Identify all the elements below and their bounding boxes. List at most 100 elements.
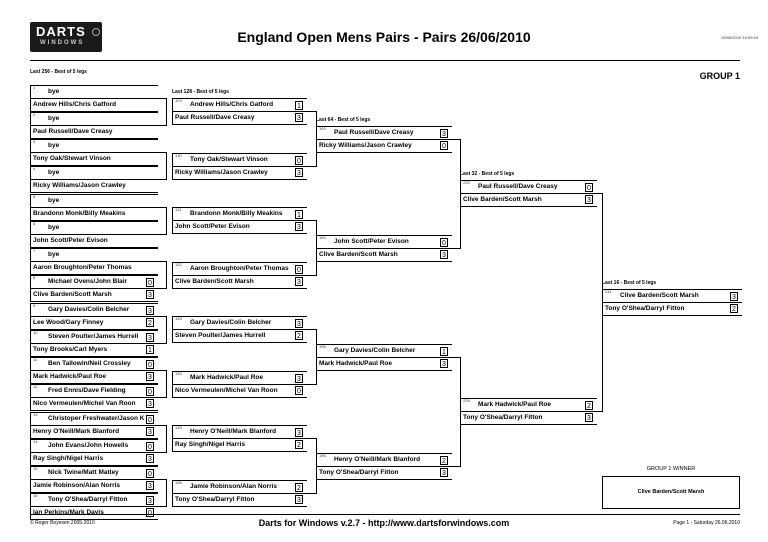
bracket-line	[172, 233, 307, 235]
match-seed: 130	[175, 152, 182, 158]
match-seed: 11	[33, 357, 38, 363]
bracket-line	[30, 166, 31, 194]
player-name: Ricky Williams/Jason Crawley	[319, 141, 412, 149]
player-name: bye	[48, 196, 60, 204]
bracket-line	[30, 246, 158, 248]
match-seed: 194	[319, 234, 326, 240]
score-box: 3	[146, 481, 154, 491]
player-name: Tony O'Shea/Darryl Fitton	[463, 414, 543, 421]
bracket-line	[30, 301, 158, 303]
score-box: 2	[440, 455, 448, 465]
match-seed: 129	[175, 98, 182, 104]
round-label: Last 64 - Best of 5 legs	[316, 116, 371, 123]
bracket-line	[172, 287, 307, 289]
footer-link[interactable]: Darts for Windows v.2.7 - http://www.dar…	[258, 518, 510, 528]
score-box: 3	[146, 372, 154, 382]
match-seed: 241	[605, 289, 612, 294]
bracket-line	[158, 315, 166, 317]
player-name: Clive Barden/Scott Marsh	[319, 250, 398, 258]
bracket-line	[30, 124, 158, 126]
bracket-line	[158, 506, 166, 508]
player-name: Tony O'Shea/Darryl Fitton	[175, 495, 255, 503]
match-seed: 12	[33, 384, 38, 390]
match-seed: 134	[175, 370, 182, 376]
player-name: Ray Singh/Nigel Harris	[33, 454, 104, 462]
score-box: 0	[146, 278, 154, 288]
bracket-line	[30, 110, 158, 112]
bracket-line	[172, 425, 307, 427]
bracket-line	[30, 84, 31, 112]
player-name: bye	[48, 223, 60, 231]
bracket-line	[30, 411, 158, 413]
bracket-line	[316, 138, 452, 140]
bracket-line	[30, 479, 158, 481]
player-name: Clive Barden/Scott Marsh	[33, 291, 112, 299]
bracket-line	[30, 355, 158, 357]
bracket-line	[307, 438, 316, 440]
score-box: 2	[585, 401, 593, 410]
bracket-line	[30, 193, 158, 195]
bracket-line	[158, 233, 166, 235]
player-name: Clive Barden/Scott Marsh	[463, 196, 542, 203]
bracket-line	[30, 357, 158, 359]
bracket-line	[460, 424, 597, 425]
bracket-line	[172, 152, 173, 180]
score-box: 3	[295, 494, 303, 504]
bracket-line	[30, 492, 158, 494]
bracket-line	[30, 233, 158, 235]
match-seed: 225	[463, 180, 470, 185]
bracket-line	[30, 193, 31, 221]
bracket-line	[30, 84, 158, 86]
score-box: 3	[440, 128, 448, 138]
bracket-line	[30, 137, 158, 139]
bracket-line	[30, 220, 158, 222]
match-seed: 133	[175, 316, 182, 322]
bracket-line	[172, 316, 307, 318]
logo-text: DARTS	[36, 24, 86, 39]
bracket-line	[30, 438, 31, 466]
bracket-line	[602, 289, 742, 290]
bracket-line	[597, 193, 602, 194]
bracket-line	[166, 424, 167, 453]
bracket-line	[158, 397, 166, 399]
score-box: 0	[146, 441, 154, 451]
bracket-line	[172, 152, 307, 154]
score-box: 0	[146, 469, 154, 479]
score-box: 0	[146, 387, 154, 397]
player-name: John Scott/Peter Evison	[175, 223, 250, 231]
match-seed: 132	[175, 261, 182, 267]
bracket-line	[158, 288, 166, 290]
match-seed: 135	[175, 425, 182, 431]
player-name: John Scott/Peter Evison	[334, 237, 409, 245]
match-seed: 9	[33, 302, 36, 308]
bracket-line	[316, 369, 452, 371]
group-label: GROUP 1	[699, 71, 740, 81]
bracket-line	[30, 248, 31, 276]
match-seed: 4	[33, 166, 36, 172]
bracket-line	[30, 464, 158, 466]
bracket-line	[166, 206, 167, 235]
round-label: Last 16 - Best of 5 legs	[602, 280, 657, 286]
footer-rule	[30, 514, 740, 515]
bracket-line	[30, 383, 158, 385]
bracket-line	[166, 152, 167, 181]
bracket-line	[172, 438, 307, 440]
player-name: Henry O'Neill/Mark Blanford	[33, 427, 120, 435]
darts-for-windows-logo: DARTS WINDOWS	[30, 22, 102, 52]
bracket-line	[316, 125, 317, 153]
score-box: 3	[295, 113, 303, 123]
player-name: Steven Poulter/James Hurrell	[48, 332, 139, 340]
bracket-line	[172, 505, 307, 507]
bracket-line	[316, 452, 452, 454]
bracket-line	[460, 180, 461, 207]
bracket-line	[166, 479, 167, 508]
score-box: 3	[146, 305, 154, 315]
bracket-line	[30, 438, 158, 440]
bracket-line	[307, 383, 316, 385]
bracket-line	[158, 206, 166, 208]
match-seed: 6	[33, 220, 36, 226]
bracket-line	[172, 396, 307, 398]
player-name: Andrew Hills/Chris Gatford	[190, 101, 274, 109]
score-box: 1	[440, 346, 448, 356]
score-box: 2	[295, 440, 303, 450]
